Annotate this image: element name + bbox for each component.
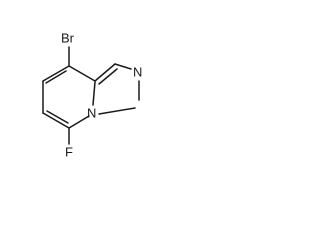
atom-fluorine: F xyxy=(65,144,73,159)
bond-c3-n4 xyxy=(98,107,136,115)
atom-bromine: Br xyxy=(61,30,75,45)
bond-c8-c7-double xyxy=(45,70,67,84)
bond-c6-c5 xyxy=(42,112,70,129)
bond-c8-c7 xyxy=(42,65,70,82)
bond-c8a-c1 xyxy=(94,63,116,82)
bond-c5-n4 xyxy=(68,115,90,129)
atom-nitrogen-imine: N xyxy=(133,64,142,79)
atom-nitrogen-bridgehead: N xyxy=(87,105,96,120)
molecule-structure: Br N N F xyxy=(42,30,142,159)
bond-n4-c8a xyxy=(92,81,96,106)
bond-c6-c5-double xyxy=(46,110,69,124)
bond-c1-n2 xyxy=(114,63,132,70)
bond-c8a-c8 xyxy=(68,65,96,82)
bond-c8a-c1-double xyxy=(98,68,118,85)
